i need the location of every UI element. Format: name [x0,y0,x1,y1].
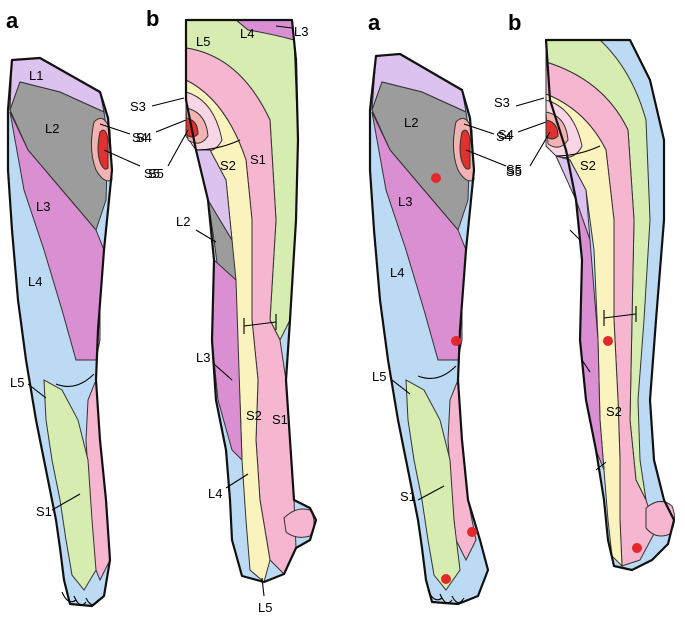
panel-4-label-s4: S4 [498,127,514,142]
panel-1-leg: a L1 L2 S4 S5 L3 L4 L5 S1 [6,8,160,606]
panel-1-label-l1: L1 [29,68,43,83]
panel-2-label-s5: S5 [148,166,164,181]
panel-2-label-l4-top: L4 [240,26,254,41]
panel-2-leader-s3 [152,98,184,106]
panel-1-label-s1: S1 [36,504,52,519]
panel-1-label-l5: L5 [10,375,24,390]
panel-3-letter: a [368,10,381,35]
panel-4-label-s2-lower: S2 [606,404,622,419]
panel-2-label-l2: L2 [176,214,190,229]
panel-1-letter: a [6,8,19,33]
panel-2-label-s4: S4 [136,130,152,145]
panel-4-marker-heel [632,543,642,553]
panel-2-label-s2: S2 [220,158,236,173]
panel-4-label-s3: S3 [494,95,510,110]
panel-1-label-l4: L4 [28,274,42,289]
panel-4-leg: b S3 S4 S5 S2 S2 [494,10,675,570]
panel-4-leader-s5 [530,132,550,166]
panel-3-label-l2: L2 [404,115,418,130]
panel-2-label-l3: L3 [196,350,210,365]
panel-2-label-l4: L4 [208,486,222,501]
panel-3-label-l5: L5 [372,369,386,384]
panel-2-label-s1-lower: S1 [272,412,288,427]
panel-4-leader-s3 [516,98,544,106]
panel-3-marker-thigh [431,173,441,183]
panel-2-label-s1: S1 [250,152,266,167]
panel-1-label-l3: L3 [36,199,50,214]
panel-1-label-l2: L2 [45,121,59,136]
panel-4-leader-s4 [518,122,546,132]
panel-2-letter: b [146,6,159,31]
panel-3-marker-knee [451,336,461,346]
panel-2-label-l3-top: L3 [294,24,308,39]
panel-2-label-s2-lower: S2 [246,408,262,423]
panel-3-label-l4: L4 [390,265,404,280]
panel-2-label-l5-top: L5 [196,34,210,49]
panel-3-marker-foot [441,574,451,584]
panel-2-leader-s5 [168,130,188,166]
panel-4-letter: b [508,10,521,35]
panel-4-label-s5: S5 [506,162,522,177]
panel-2-leg: b L3 L4 L5 S3 S4 S5 S2 S1 L2 L3 S2 S1 L4… [130,6,316,615]
panel-3-label-s1: S1 [400,489,416,504]
panel-2-label-l5: L5 [258,600,272,615]
panel-2-label-s3: S3 [130,99,146,114]
panel-3-marker-ankle [467,527,477,537]
panel-4-marker-knee [603,336,613,346]
panel-3-label-l3: L3 [398,194,412,209]
panel-4-label-s2: S2 [580,158,596,173]
panel-2-leader-s4 [156,120,186,132]
